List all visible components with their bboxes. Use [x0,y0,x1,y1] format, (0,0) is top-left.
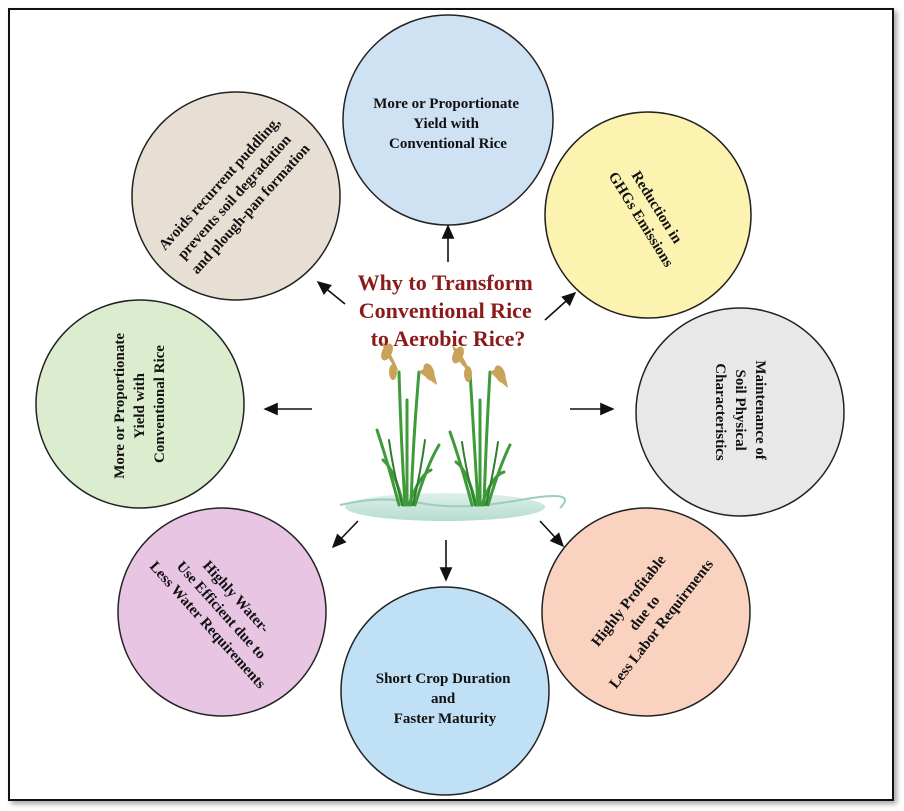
benefit-line: Yield with [132,372,148,438]
benefit-line: Conventional Rice [389,136,507,152]
benefit-line: Yield with [413,116,479,132]
benefit-top: More or Proportionate Yield with Convent… [342,14,554,226]
svg-text:Maintenance of Soil Phys: Maintenance of Soil Physical Characteris… [712,360,768,463]
rice-plant-icon [448,345,512,507]
benefit-lower-right: Highly Profitable due to Less Labor Requ… [541,507,751,717]
svg-text:More or Proportionate Yi: More or Proportionate Yield with Convent… [373,96,523,152]
arrow-lower-right [539,520,565,548]
benefit-circle [340,586,550,796]
benefit-line: More or Proportionate [373,96,519,112]
benefit-upper-left: Avoids recurrent puddling, prevents soil… [131,91,341,301]
rice-illustration [339,340,566,521]
rice-plant-icon [375,340,441,507]
benefit-upper-right: Reduction in GHGs Emissions [544,111,752,319]
benefit-line: Maintenance of [752,360,768,461]
water-ripple [339,495,566,509]
benefit-circle [635,307,845,517]
arrow-lower-left [331,520,359,549]
benefit-right: Maintenance of Soil Physical Characteris… [635,307,845,517]
benefit-line: More or Proportionate [112,333,128,479]
center-title: Why to Transform Conventional Rice to Ae… [358,270,539,351]
benefit-bottom: Short Crop Duration and Faster Maturity [340,586,550,796]
arrow-upper-right [544,291,577,321]
benefit-lower-left: Highly Water- Use Efficient due to Less … [117,507,327,717]
svg-text:Short Crop Duration and: Short Crop Duration and Faster Maturity [376,671,515,727]
svg-text:More or Proportionate Yi: More or Proportionate Yield with Convent… [112,329,168,479]
center-title-line: Why to Transform [358,270,533,295]
benefit-circle [35,299,245,509]
benefit-line: Soil Physical [732,369,748,450]
center-title-line: Conventional Rice [359,298,532,323]
benefit-circle [131,91,341,301]
benefit-line: Characteristics [712,363,728,461]
benefit-left: More or Proportionate Yield with Convent… [35,299,245,509]
benefit-circle [544,111,752,319]
benefit-circle [117,507,327,717]
benefit-line: and [431,691,456,707]
arrow-upper-left [316,280,346,305]
benefit-line: Faster Maturity [394,711,497,727]
arrows [263,224,615,582]
center-title-line: to Aerobic Rice? [371,326,526,351]
benefit-line: Conventional Rice [152,345,168,463]
benefit-line: Short Crop Duration [376,671,511,687]
benefit-circle [541,507,751,717]
